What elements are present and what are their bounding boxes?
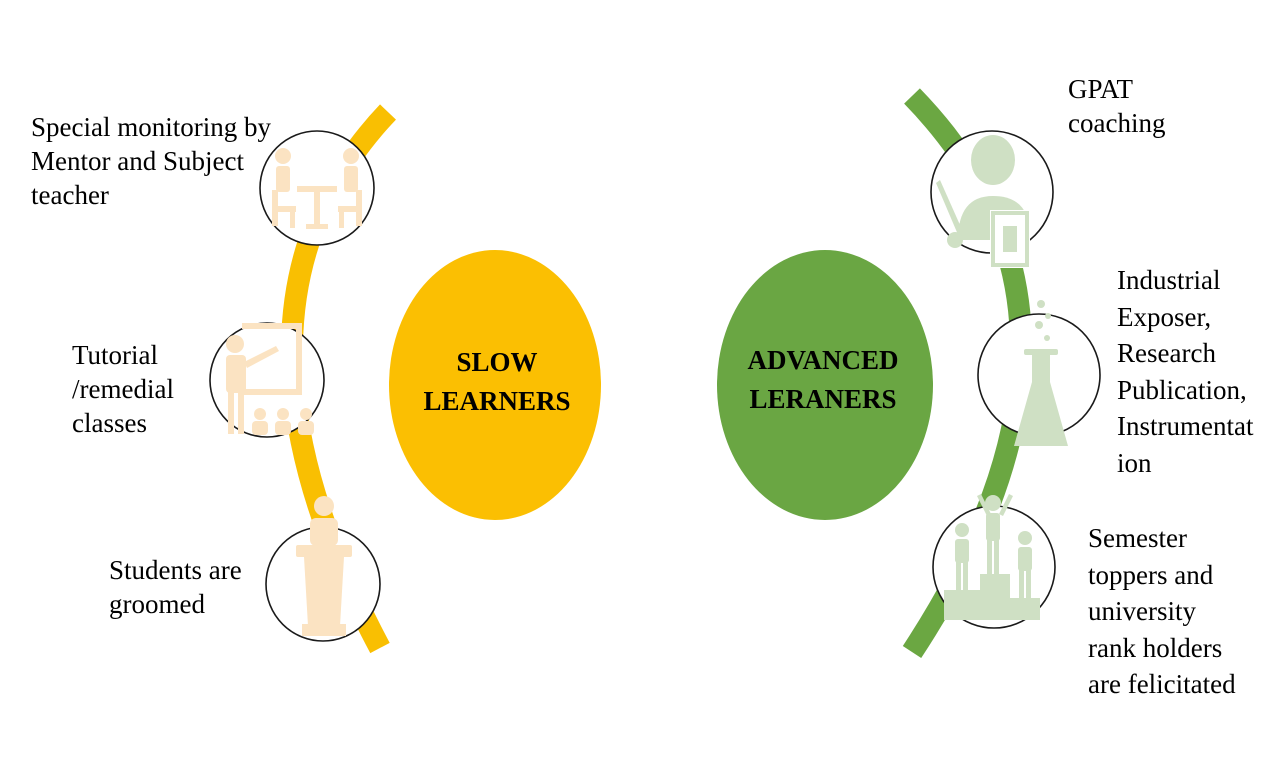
- advanced-item-2-label: Industrial Exposer, Research Publication…: [1117, 262, 1253, 481]
- slow-item-1-label: Special monitoring by Mentor and Subject…: [31, 110, 271, 212]
- advanced-item-2-line-2: Exposer,: [1117, 301, 1212, 332]
- slow-item-2-icon-ring: [209, 322, 325, 438]
- slow-item-1-line-1: Special monitoring by: [31, 112, 271, 142]
- advanced-item-2-line-4: Publication,: [1117, 374, 1247, 405]
- speaker-podium-icon: [296, 496, 352, 636]
- slow-item-2-line-2: /remedial: [72, 374, 174, 404]
- slow-item-1-line-2: Mentor and Subject: [31, 146, 244, 176]
- slow-title-line2: LEARNERS: [423, 386, 570, 416]
- advanced-title-line1: ADVANCED: [747, 345, 898, 375]
- slow-learners-circle: [389, 250, 601, 520]
- advanced-item-2-line-1: Industrial: [1117, 265, 1221, 295]
- advanced-item-3-label: Semester toppers and university rank hol…: [1088, 520, 1236, 703]
- advanced-learners-circle: [717, 250, 933, 520]
- podium-winners-icon: [944, 494, 1040, 620]
- advanced-item-1-line-1: GPAT: [1068, 74, 1134, 104]
- advanced-item-3-icon-ring: [932, 494, 1056, 629]
- advanced-item-2-icon-ring: [977, 300, 1101, 446]
- slow-item-3-line-2: groomed: [109, 589, 205, 619]
- slow-item-3-line-1: Students are: [109, 555, 242, 585]
- slow-item-3-label: Students are groomed: [109, 553, 242, 621]
- advanced-item-1-line-2: coaching: [1068, 108, 1166, 138]
- advanced-item-3-line-2: toppers and: [1088, 559, 1214, 590]
- advanced-item-3-line-4: rank holders: [1088, 632, 1223, 663]
- coaching-presenter-icon: [936, 135, 1030, 268]
- slow-item-1-line-3: teacher: [31, 180, 109, 210]
- meeting-table-icon: [272, 148, 362, 229]
- advanced-item-3-line-3: university: [1088, 596, 1196, 626]
- advanced-item-2-line-5: Instrumentat: [1117, 411, 1254, 441]
- slow-item-2-line-3: classes: [72, 408, 147, 438]
- slow-item-2-label: Tutorial /remedial classes: [72, 338, 174, 440]
- advanced-item-3-line-1: Semester: [1088, 523, 1187, 553]
- advanced-item-3-line-5: are felicitated: [1088, 669, 1236, 699]
- slow-item-1-icon-ring: [259, 130, 375, 246]
- advanced-item-1-label: GPAT coaching: [1068, 72, 1165, 140]
- advanced-item-2-line-3: Research: [1117, 338, 1216, 368]
- flask-icon: [1014, 300, 1068, 446]
- slow-title-line1: SLOW: [456, 347, 537, 377]
- advanced-item-1-icon-ring: [930, 130, 1054, 268]
- slow-item-3-icon-ring: [265, 496, 381, 642]
- teacher-board-icon: [226, 323, 314, 435]
- advanced-title-line2: LERANERS: [749, 384, 896, 414]
- slow-item-2-line-1: Tutorial: [72, 340, 159, 370]
- advanced-item-2-line-6: ion: [1117, 447, 1152, 478]
